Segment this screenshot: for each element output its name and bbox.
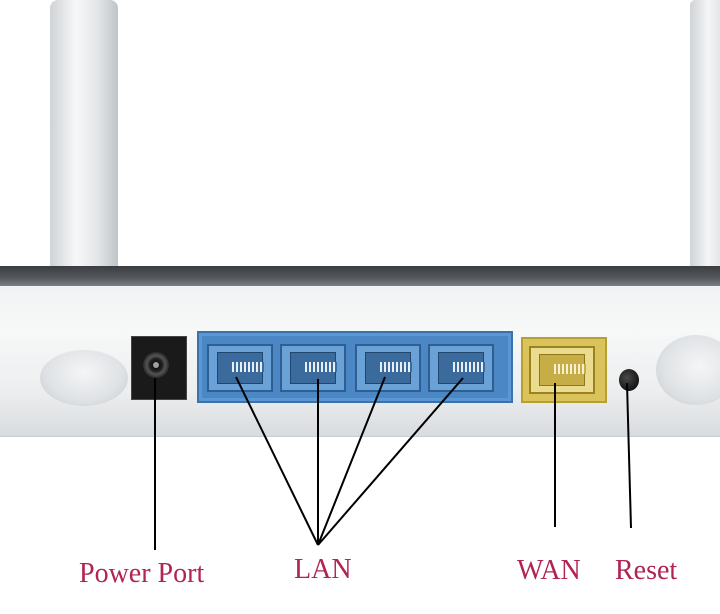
reset-leader-line	[626, 382, 632, 529]
lan-port-3	[355, 344, 421, 392]
lan-port-4-pins	[453, 362, 485, 372]
wan-port-jack	[539, 354, 586, 386]
lan-port-2-pins	[305, 362, 337, 372]
right-antenna-hinge	[656, 335, 720, 405]
left-antenna-hinge	[40, 350, 128, 406]
reset-button	[619, 369, 639, 391]
lan-leader-line-1	[235, 376, 319, 546]
lan-port-3-jack	[365, 352, 412, 384]
wan-port-pins	[554, 364, 586, 374]
router-top-edge	[0, 266, 720, 286]
lan-port-4-jack	[438, 352, 485, 384]
lan-leader-line-4	[317, 377, 464, 546]
lan-port-3-pins	[380, 362, 412, 372]
lan-leader-line-3	[317, 376, 386, 546]
lan-label: LAN	[294, 554, 352, 585]
lan-port-4	[428, 344, 494, 392]
power-port-label: Power Port	[79, 558, 205, 589]
reset-label: Reset	[615, 555, 678, 586]
power-port	[131, 336, 187, 400]
lan-port-1-pins	[232, 362, 264, 372]
wan-label: WAN	[517, 555, 581, 586]
lan-port-2	[280, 344, 346, 392]
lan-port-2-jack	[290, 352, 337, 384]
power-jack-pin	[153, 362, 159, 368]
lan-port-1-jack	[217, 352, 264, 384]
wan-port	[529, 346, 595, 394]
